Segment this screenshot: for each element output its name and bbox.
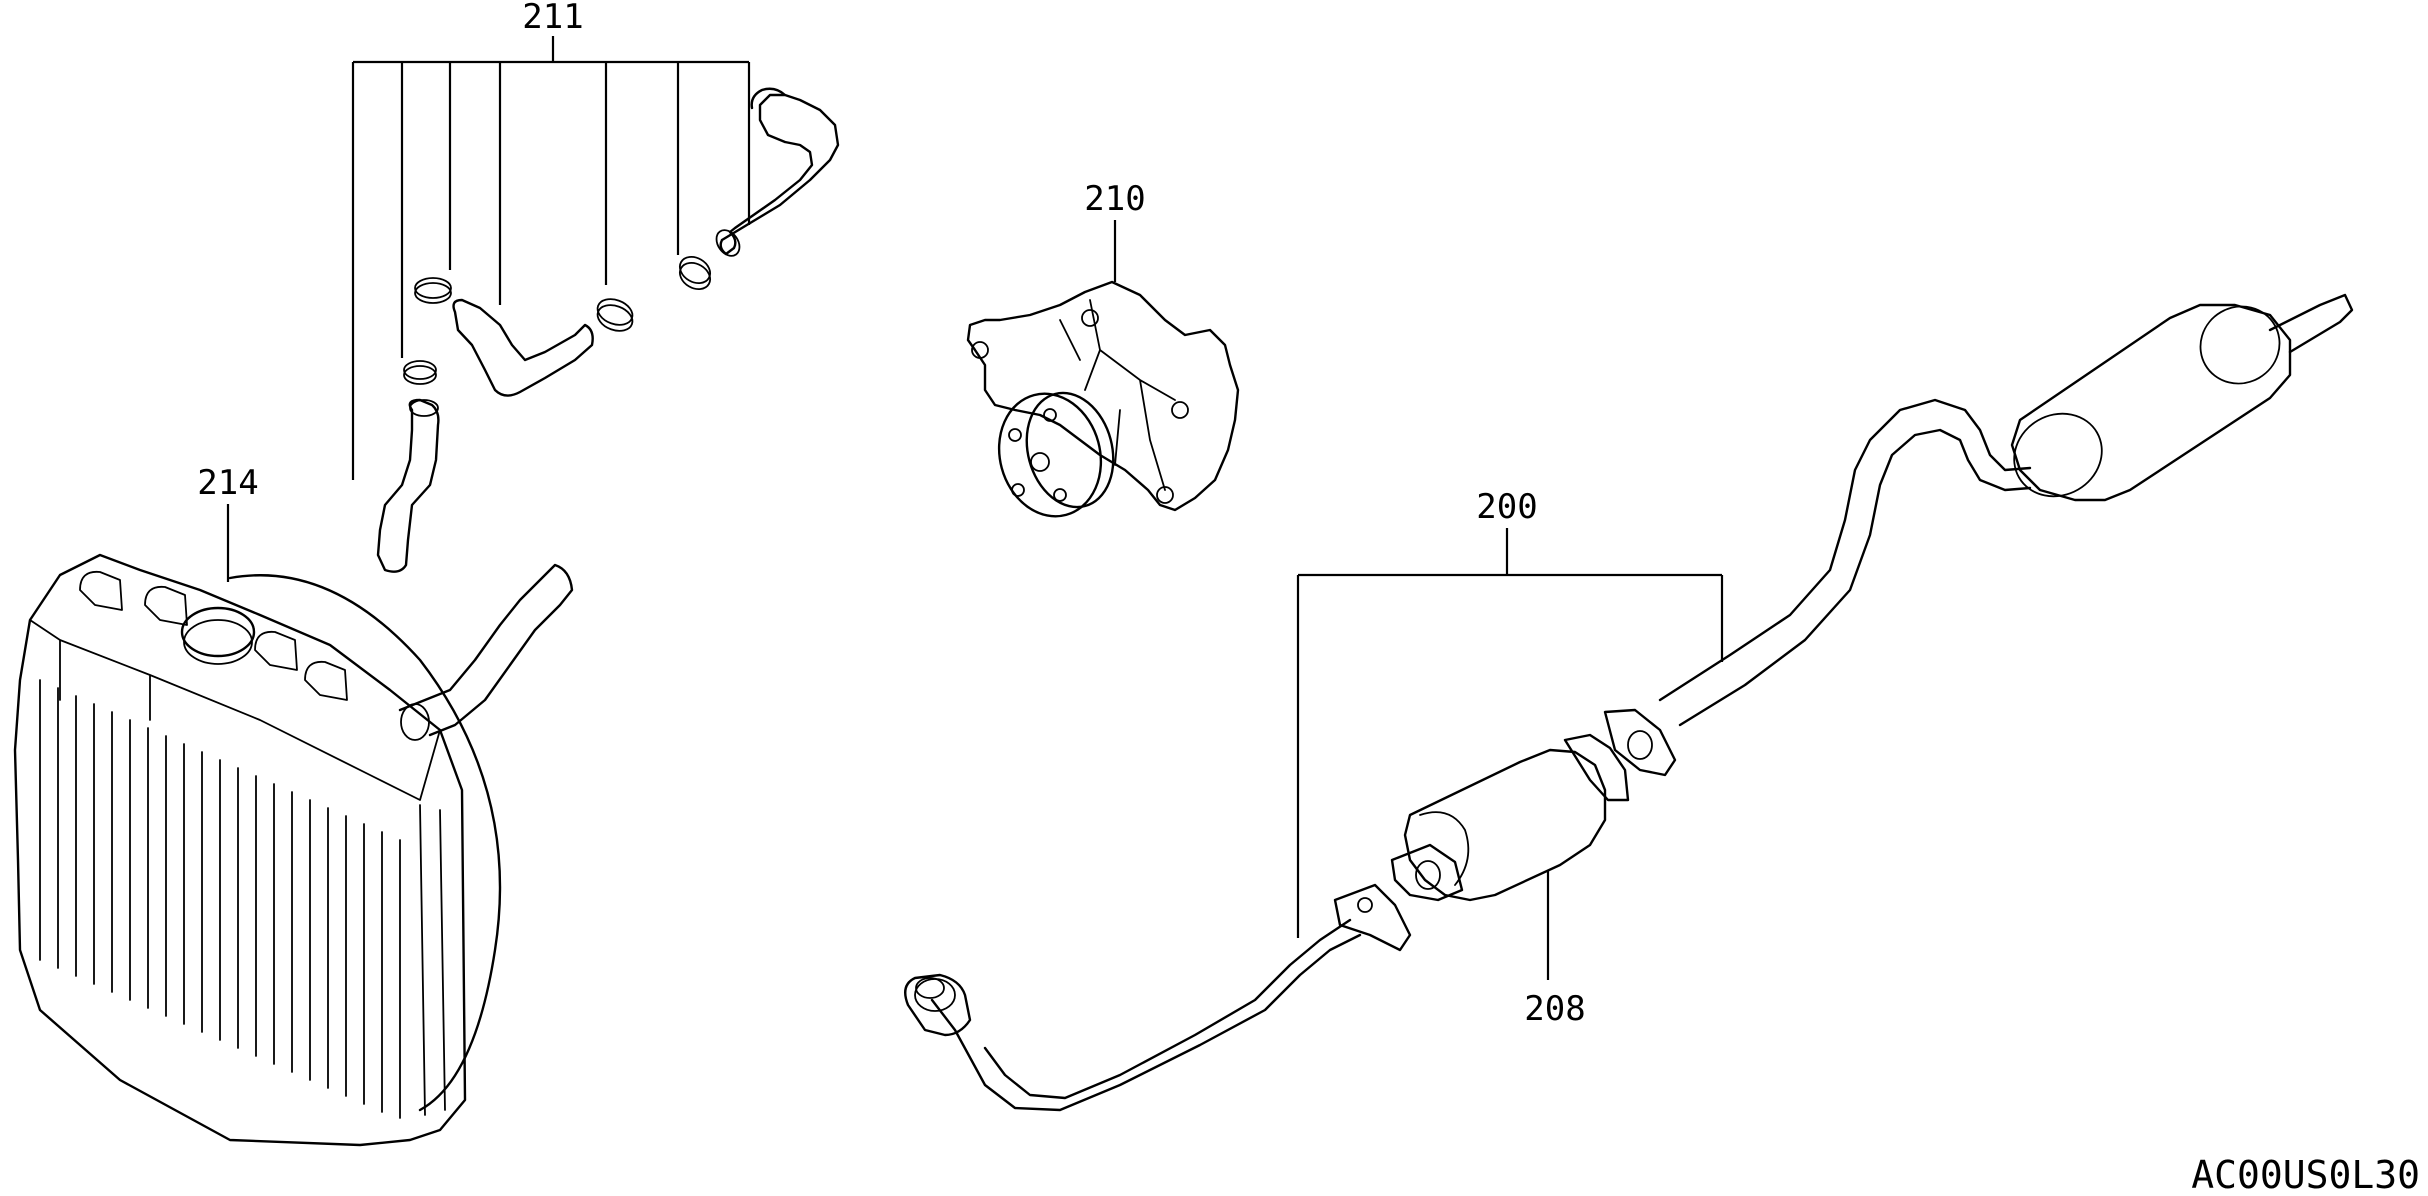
pump-bolt-1 (971, 341, 989, 359)
hose-end-ring (715, 229, 741, 257)
exhaust-center-pipe (1658, 398, 2032, 727)
pump-bolt-3 (1171, 401, 1189, 419)
callout-200[interactable]: 200 (1476, 487, 1537, 527)
pump-bolt-2 (1081, 309, 1099, 327)
water-pump-pulley (997, 392, 1103, 518)
hose-small-end (409, 399, 439, 417)
radiator-side-channel (419, 804, 446, 1116)
radiator-top-tank (29, 619, 441, 801)
hose-middle-bent (452, 298, 594, 397)
callout-211-group: 211 (351, 0, 751, 480)
pump-bolt-4 (1156, 486, 1174, 504)
water-pump-ribs (1059, 299, 1176, 491)
callout-214[interactable]: 214 (197, 463, 258, 503)
diagram-reference-code: AC00US0L30 (2191, 1153, 2420, 1196)
radiator-core (39, 679, 446, 1119)
callout-210[interactable]: 210 (1084, 179, 1145, 219)
clamp-4-icon (679, 255, 711, 285)
hose-small-lower (376, 398, 440, 573)
radiator-shroud (228, 574, 502, 1112)
radiator (13, 553, 574, 1147)
catalytic-converter-icon (1403, 748, 1607, 902)
exhaust-flange-2 (1563, 733, 1630, 802)
clamp-3-icon (596, 298, 634, 326)
exhaust-flange-1 (1333, 883, 1412, 952)
callout-200-group: 200 (1296, 487, 1724, 938)
exhaust-front-pipe (930, 918, 1362, 1112)
callout-210-group: 210 (1084, 179, 1146, 282)
radiator-fins (39, 679, 401, 1119)
water-pump-pulley-rim (1025, 391, 1115, 509)
tail-pipe (2268, 293, 2354, 354)
radiator-frame (13, 553, 467, 1147)
radiator-cap-icon (180, 606, 256, 658)
exhaust-gasket-2 (1603, 708, 1677, 777)
callout-208-group: 208 (1524, 870, 1586, 1029)
hose-set (376, 87, 840, 573)
water-pump-housing (966, 280, 1240, 512)
muffler-icon (2010, 303, 2292, 502)
callout-208[interactable]: 208 (1524, 989, 1585, 1029)
manifold-flange-icon (904, 973, 972, 1037)
clamp-2-icon (403, 360, 437, 380)
muffler-front-end (2013, 412, 2103, 498)
callout-211-bracket (351, 36, 751, 480)
radiator-tabs (79, 570, 348, 701)
callout-214-group: 214 (197, 463, 259, 582)
muffler-rear-end (2199, 305, 2281, 385)
exhaust-system (904, 293, 2354, 1112)
hose-long-upper (719, 87, 840, 256)
radiator-inlet-pipe (398, 563, 574, 737)
exhaust-gasket-1 (1390, 843, 1464, 902)
callout-211[interactable]: 211 (522, 0, 583, 37)
water-pump (966, 280, 1240, 518)
clamp-1-icon (414, 277, 452, 299)
callout-200-bracket (1296, 528, 1724, 938)
hose-clamps (403, 255, 711, 385)
